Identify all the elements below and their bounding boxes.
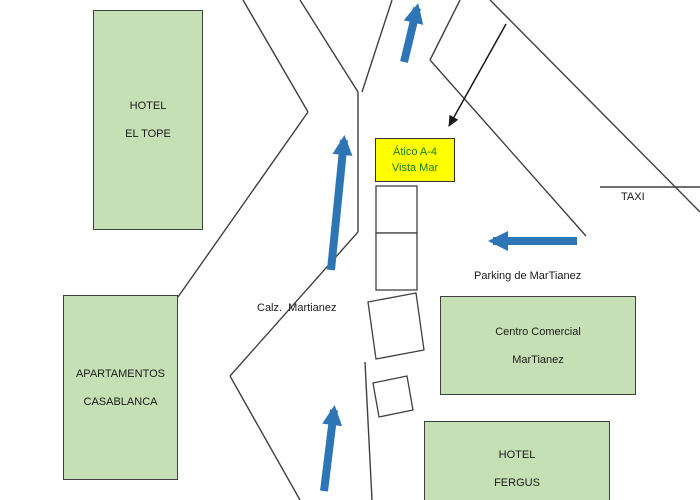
building-outline xyxy=(375,232,418,291)
road-line xyxy=(177,111,309,298)
building-outlines xyxy=(367,185,425,418)
road-line xyxy=(364,361,373,500)
location-pointer-arrow xyxy=(448,23,507,127)
road-line xyxy=(429,0,461,61)
road-line xyxy=(361,0,393,93)
hotel-el-tope-box: HOTEL EL TOPE xyxy=(93,10,203,230)
road-line xyxy=(299,0,359,93)
hotel-fergus-label-line1: HOTEL xyxy=(498,448,536,461)
road-line xyxy=(242,0,309,113)
up-arrow-bottom xyxy=(320,405,343,492)
atico-a4-vista-mar-box: Ático A-4 Vista Mar xyxy=(375,138,455,182)
atico-label-line2: Vista Mar xyxy=(391,162,439,174)
road-line xyxy=(489,0,700,213)
apartamentos-casablanca-box: APARTAMENTOS CASABLANCA xyxy=(63,295,178,480)
centro-comercial-martianez-box: Centro Comercial MarTianez xyxy=(440,296,636,395)
up-arrow-main xyxy=(327,135,353,271)
atico-label-line1: Ático A-4 xyxy=(392,146,438,158)
road-line xyxy=(229,231,359,377)
hotel-el-tope-label-line1: HOTEL xyxy=(129,100,167,112)
parking-de-martianez-label: Parking de MarTianez xyxy=(474,270,582,282)
hotel-el-tope-label-line2: EL TOPE xyxy=(125,128,171,140)
building-outline xyxy=(367,292,425,360)
hotel-fergus-box: HOTEL FERGUS xyxy=(424,421,610,500)
taxi-label: TAXI xyxy=(621,191,645,203)
centro-comercial-label-line2: MarTianez xyxy=(512,353,564,366)
building-outline xyxy=(375,185,418,234)
hotel-fergus-label-line2: FERGUS xyxy=(494,476,540,489)
building-outline xyxy=(372,375,414,418)
calz-martianez-street-label: Calz. Martianez xyxy=(257,302,337,314)
centro-comercial-label-line1: Centro Comercial xyxy=(495,325,581,338)
road-lines xyxy=(177,0,700,500)
apartamentos-casablanca-label-line2: CASABLANCA xyxy=(83,395,158,408)
apartamentos-casablanca-label-line1: APARTAMENTOS xyxy=(75,367,166,380)
road-line xyxy=(429,59,587,237)
up-arrow-top xyxy=(400,3,424,63)
road-line xyxy=(229,375,301,500)
traffic-direction-arrows xyxy=(320,3,577,492)
